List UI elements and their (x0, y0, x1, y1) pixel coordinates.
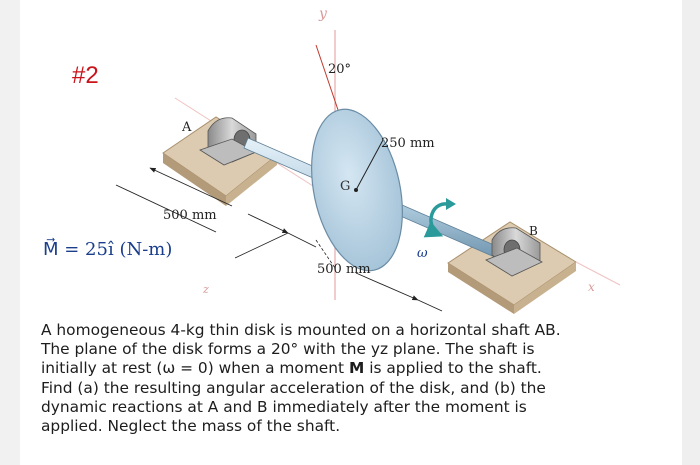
scrollbar-track[interactable] (682, 0, 700, 465)
problem-line-2: The plane of the disk forms a 20° with t… (41, 340, 535, 359)
problem-line-1: A homogeneous 4-kg thin disk is mounted … (41, 321, 561, 339)
left-dimension-line (115, 184, 217, 233)
problem-statement: A homogeneous 4-kg thin disk is mounted … (41, 321, 661, 436)
problem-number: #2 (72, 62, 99, 89)
moment-label: M⃗ = 25î (N-m) (43, 239, 173, 260)
problem-line-6: applied. Neglect the mass of the shaft. (41, 417, 341, 436)
radius-line (355, 139, 384, 191)
left-dimension-arrow-end (247, 213, 289, 234)
omega-label: ω (417, 246, 428, 261)
problem-page: #2 y 20° A 250 mm G 500 mm B ω 500 mm z … (20, 0, 682, 465)
moment-leader (234, 232, 289, 259)
bearing-b (485, 227, 543, 277)
problem-line-3-start: initially at rest (ω = 0) when a moment (41, 359, 349, 378)
omega-arrow (423, 198, 456, 238)
problem-line-5: dynamic reactions at A and B immediately… (41, 397, 527, 416)
point-g-label: G (340, 179, 351, 194)
problem-line-4: Find (a) the resulting angular accelerat… (41, 378, 546, 397)
problem-line-3: initially at rest (ω = 0) when a moment … (41, 359, 661, 378)
moment-symbol-bold: M (348, 359, 365, 378)
right-dimension-label: 500 mm (317, 262, 371, 277)
y-axis-label: y (319, 6, 327, 22)
left-dimension-label: 500 mm (163, 208, 217, 223)
point-g-marker (354, 188, 358, 192)
point-a-label: A (182, 120, 192, 135)
dimension-leader (315, 239, 336, 269)
right-dimension-arrow (355, 272, 419, 301)
angle-label: 20° (328, 62, 352, 77)
x-axis-line (575, 261, 621, 286)
radius-dimension-label: 250 mm (381, 136, 435, 151)
right-dimension-line-a (287, 232, 317, 248)
x-axis-label: x (588, 280, 595, 294)
point-b-label: B (529, 224, 538, 238)
z-axis-label: z (203, 283, 209, 296)
shaft-disk-figure (115, 30, 621, 314)
right-dimension-line-b (417, 299, 443, 312)
left-dimension-arrow-start (149, 167, 233, 207)
problem-line-3-end: is applied to the shaft. (364, 359, 542, 378)
